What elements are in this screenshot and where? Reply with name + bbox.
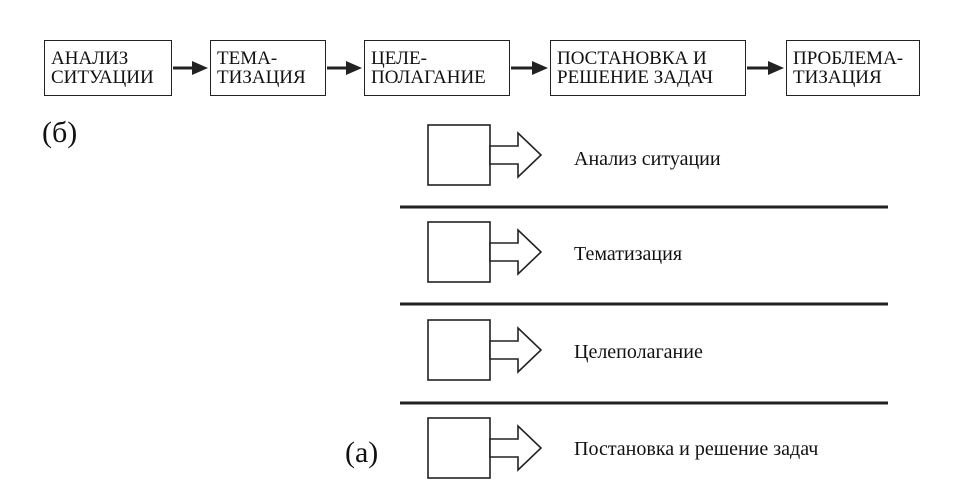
step-label-analysis: Анализ ситуации xyxy=(574,148,721,170)
caption-a: (а) xyxy=(345,436,379,469)
flow-box-thematization: ТЕМА- ТИЗАЦИЯ xyxy=(210,40,326,96)
flow-box-line: ТИЗАЦИЯ xyxy=(793,67,882,88)
flow-box-analysis: АНАЛИЗ СИТУАЦИИ xyxy=(44,40,172,96)
step-label-goal-setting: Целеполагание xyxy=(574,341,703,363)
flow-arrow-2 xyxy=(327,61,362,75)
flow-box-line: АНАЛИЗ xyxy=(51,48,129,69)
step-icon-3 xyxy=(427,319,543,381)
flow-arrow-4 xyxy=(747,61,784,75)
flow-box-goal-setting: ЦЕЛЕ- ПОЛАГАНИЕ xyxy=(364,40,510,96)
flow-box-line: РЕШЕНИЕ ЗАДАЧ xyxy=(557,67,714,88)
flow-box-line: СИТУАЦИИ xyxy=(51,67,154,88)
stack-icons xyxy=(427,124,543,479)
step-icon-2 xyxy=(427,221,543,283)
flow-box-problematization: ПРОБЛЕМА- ТИЗАЦИЯ xyxy=(786,40,920,96)
step-label-task-solving: Постановка и решение задач xyxy=(574,438,819,460)
flow-box-line: ТИЗАЦИЯ xyxy=(217,67,306,88)
step-label-thematization: Тематизация xyxy=(574,243,683,265)
step-icon-1 xyxy=(427,124,543,186)
stack-dividers xyxy=(400,205,888,405)
flow-box-line: ПОЛАГАНИЕ xyxy=(371,67,486,88)
flow-box-line: ПОСТАНОВКА И xyxy=(557,48,707,69)
flow-box-task-solving: ПОСТАНОВКА И РЕШЕНИЕ ЗАДАЧ xyxy=(550,40,746,96)
flow-box-line: ЦЕЛЕ- xyxy=(371,48,427,69)
caption-b: (б) xyxy=(42,116,78,149)
flow-arrow-3 xyxy=(511,61,548,75)
flow-arrow-1 xyxy=(173,61,208,75)
flow-arrows xyxy=(173,61,784,75)
flow-box-line: ПРОБЛЕМА- xyxy=(793,48,904,69)
step-icon-4 xyxy=(427,417,543,479)
flow-box-line: ТЕМА- xyxy=(217,48,278,69)
